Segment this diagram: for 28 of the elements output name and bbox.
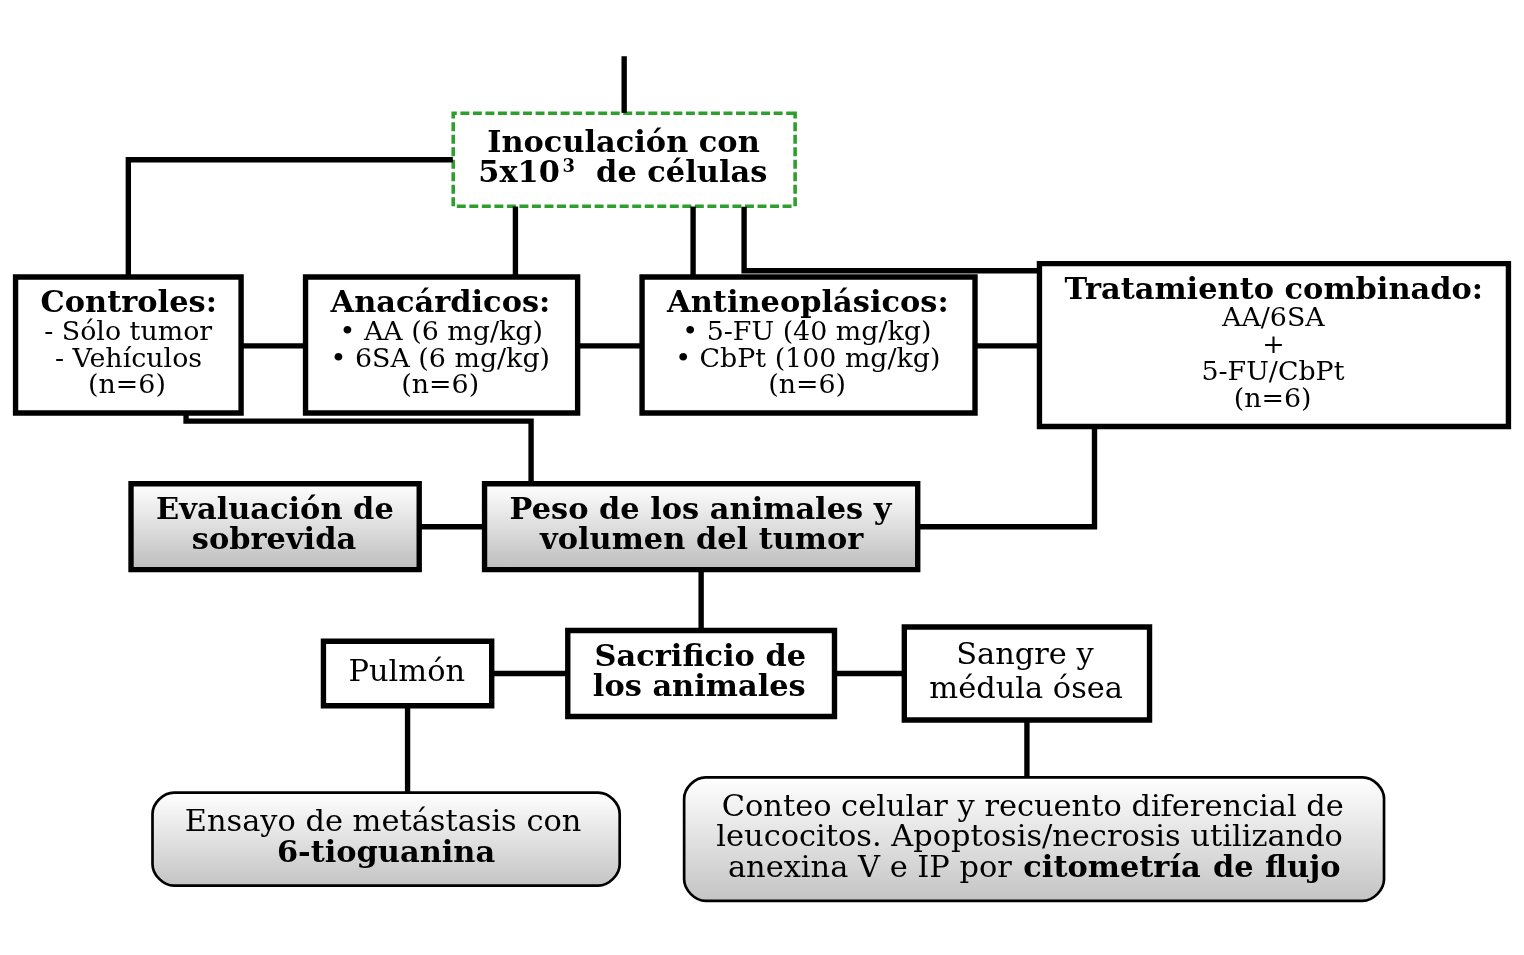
node-box: Anacárdicos: • AA (6 mg/kg) • 6SA (6 mg/kg) (n=6)	[302, 274, 581, 416]
connector	[690, 206, 696, 277]
connector	[975, 343, 1040, 349]
connector	[512, 206, 519, 277]
connector	[183, 413, 534, 484]
node-box: Sacrificio de los animales	[565, 627, 838, 720]
connector	[492, 670, 568, 677]
node-box: Peso de los animales y volumen del tumor	[481, 481, 921, 573]
node-box: Pulmón	[320, 638, 495, 709]
node-box: Controles: - Sólo tumor - Vehículos (n=6)	[12, 274, 244, 416]
connector	[404, 706, 411, 792]
node-box: Antineoplásicos: • 5-FU (40 mg/kg) • CbPt (100 mg/kg) (n=6)	[639, 274, 978, 416]
connector	[834, 670, 905, 677]
node-box: Sangre y médula ósea	[901, 624, 1153, 723]
node-box: Tratamiento combinado: AA/6SA + 5-FU/CbPt (n=6)	[1036, 260, 1512, 430]
node-box: Conteo celular y recuento diferencial de leucocitos. Apoptosis/necrosis utilizando anexina V e IP por citometría de flujo	[682, 776, 1386, 903]
node-box: Evaluación de sobrevida	[128, 481, 422, 573]
connector	[1024, 720, 1030, 778]
connector	[621, 56, 627, 113]
connector	[917, 426, 1098, 530]
connector	[419, 524, 485, 530]
connector	[577, 343, 642, 349]
connector	[741, 206, 1040, 274]
connector	[698, 569, 704, 631]
node-box: Ensayo de metástasis con 6-tioguanina	[151, 791, 622, 887]
node-box: Inoculación con 5x10$^{3}$ de células	[451, 111, 797, 209]
connector	[241, 343, 306, 349]
connector	[125, 157, 453, 277]
